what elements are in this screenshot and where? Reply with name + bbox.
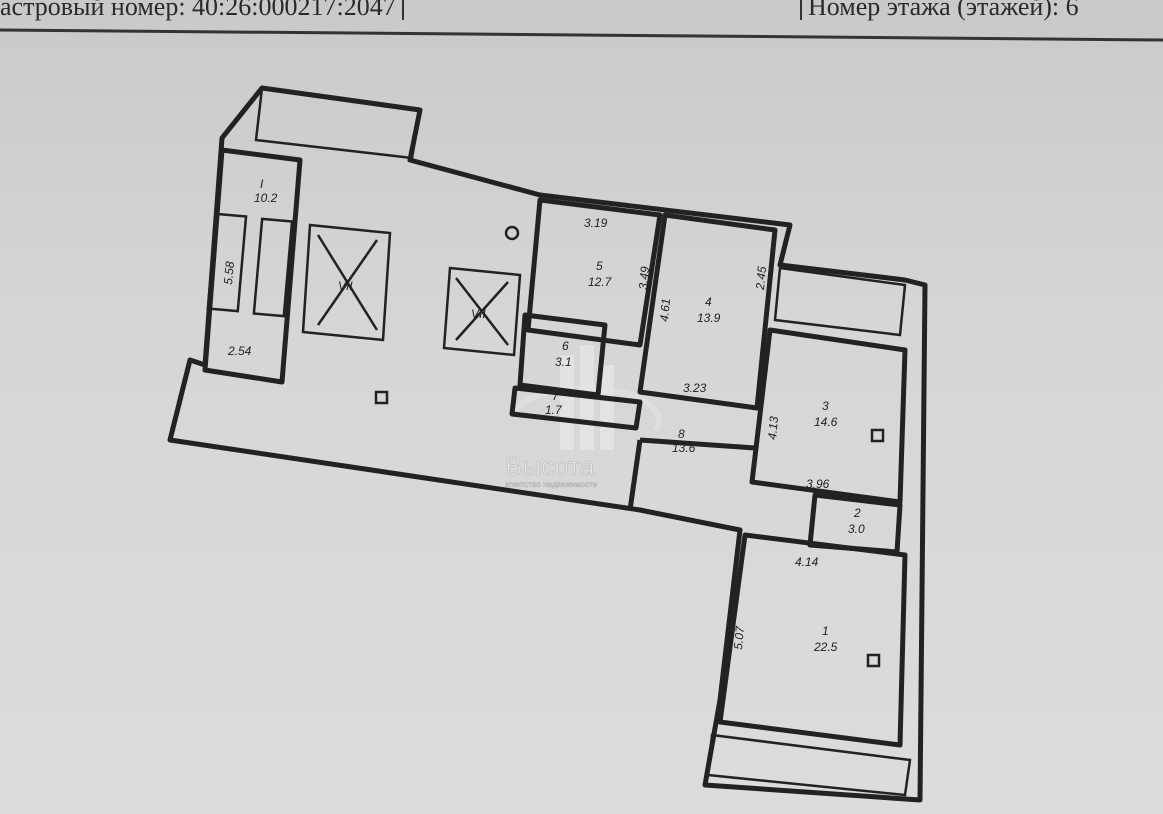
room-5-area: 12.7 <box>588 275 613 289</box>
room-5-num: 5 <box>596 259 603 273</box>
lift-1-label: VII <box>338 279 353 293</box>
room-6-area: 3.1 <box>555 355 572 369</box>
dimension-label: 4.61 <box>657 298 673 322</box>
lift-shaft-2 <box>442 266 522 357</box>
room-labels: 5 12.7 4 13.9 3 14.6 2 3.0 1 22.5 6 3.1 … <box>254 177 865 654</box>
room-1-num: 1 <box>822 624 829 638</box>
watermark: Высота агентство недвижимости <box>505 345 662 489</box>
lift-shaft-1 <box>301 223 392 342</box>
stairs <box>206 212 294 318</box>
stair-area: 10.2 <box>254 191 278 205</box>
watermark-brand: Высота <box>505 451 595 481</box>
room-7-num: 7 <box>552 389 560 403</box>
watermark-subtitle: агентство недвижимости <box>505 480 597 489</box>
dimension-labels: 3.19 3.49 4.61 2.45 3.23 4.13 3.96 4.14 … <box>221 216 830 650</box>
balcony-right <box>773 266 907 337</box>
dimension-label: 2.45 <box>753 265 769 291</box>
dimension-label: 3.96 <box>806 477 830 491</box>
stair-room <box>202 147 303 385</box>
room-7 <box>509 385 643 431</box>
room-8-num: 8 <box>678 427 685 441</box>
room-2-area: 3.0 <box>848 522 865 536</box>
lift-2-label: VII <box>471 307 486 321</box>
dimension-label: 5.07 <box>731 624 747 650</box>
dimension-label: 2.54 <box>227 344 252 358</box>
room-3-num: 3 <box>822 399 829 413</box>
room-4-area: 13.9 <box>697 311 721 325</box>
room-7-area: 1.7 <box>545 403 563 417</box>
balcony-top <box>254 86 422 160</box>
building-outline <box>167 85 928 803</box>
room-6-num: 6 <box>562 339 569 353</box>
dimension-label: 3.49 <box>636 265 652 290</box>
room-3 <box>749 327 908 505</box>
room-3-area: 14.6 <box>814 415 838 429</box>
dimension-label: 3.19 <box>584 216 608 230</box>
dimension-label: 4.14 <box>795 555 819 569</box>
room-4-num: 4 <box>705 295 712 309</box>
dimension-label: 3.23 <box>683 381 707 395</box>
room-5 <box>525 197 663 348</box>
room-1 <box>717 532 908 748</box>
room-1-area: 22.5 <box>813 640 838 654</box>
room-2-num: 2 <box>853 506 861 520</box>
stair-num: I <box>260 177 264 191</box>
room-8-area: 13.6 <box>672 441 696 455</box>
room-4 <box>637 212 778 411</box>
dimension-label: 5.58 <box>221 260 237 285</box>
cadastral-number: астровый номер: 40:26:000217:2047 <box>0 0 404 21</box>
dimension-label: 4.13 <box>765 415 781 440</box>
floor-number: Номер этажа (этажей): 6 <box>800 0 1079 21</box>
balcony-bottom <box>706 733 912 797</box>
